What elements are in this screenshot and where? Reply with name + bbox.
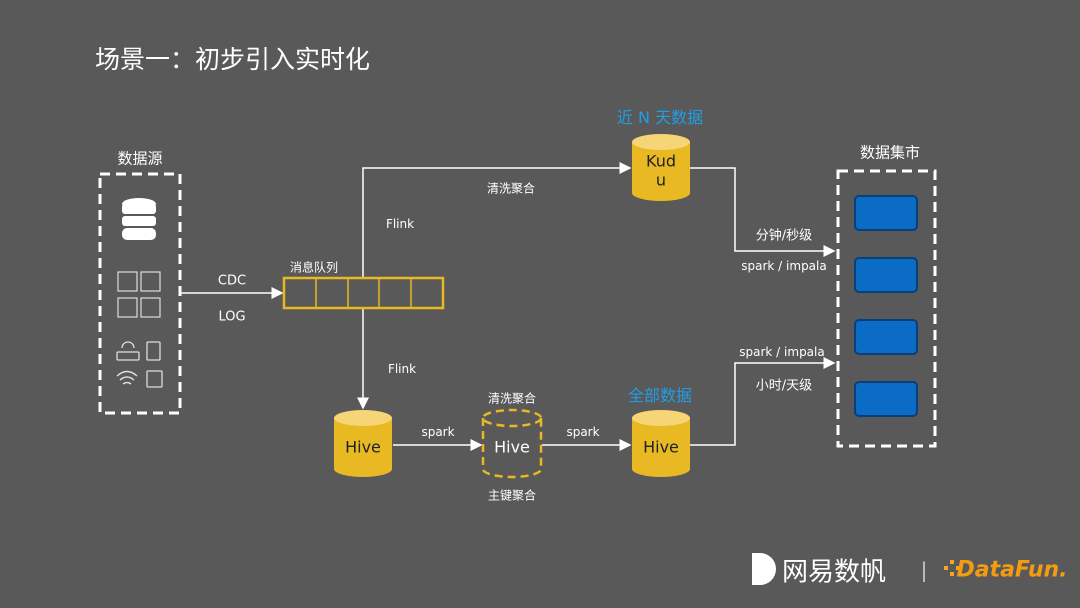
spark-impala-top: spark / impala — [741, 259, 827, 273]
datafun-logo-icon — [944, 560, 960, 576]
hive3-name: Hive — [643, 437, 679, 457]
hive1-name: Hive — [345, 437, 381, 457]
data-mart-box — [836, 169, 937, 448]
flink-up-arrow — [362, 162, 632, 278]
hive-to-mart-arrow — [690, 357, 836, 446]
minute-label: 分钟/秒级 — [755, 228, 813, 244]
clean-top-label: 清洗聚合 — [486, 181, 536, 196]
clean-mid-label: 清洗聚合 — [487, 391, 537, 406]
flink-up-label: Flink — [385, 217, 415, 231]
hive-cylinder-1 — [334, 410, 392, 477]
kudu-label: 近 N 天数据 — [616, 108, 704, 127]
kudu-to-mart-arrow — [690, 167, 836, 257]
router-icon — [116, 341, 140, 361]
brand-separator: | — [920, 558, 928, 582]
spark1-label: spark — [421, 425, 455, 439]
kudu-cylinder — [632, 134, 690, 201]
brand-netease: 网易数帆 — [781, 557, 887, 588]
mart-tables — [854, 195, 918, 417]
flink-down-label: Flink — [387, 362, 417, 376]
database-icon — [122, 198, 156, 240]
netease-logo-icon — [752, 553, 776, 585]
wifi-icon — [116, 370, 138, 385]
pk-agg-label: 主键聚合 — [487, 488, 537, 503]
kudu-name-2: u — [655, 170, 667, 190]
queue-label: 消息队列 — [289, 260, 339, 275]
cdc-label: CDC — [217, 273, 247, 289]
spark-impala-bottom: spark / impala — [739, 345, 825, 359]
log-label: LOG — [218, 309, 246, 325]
hourly-label: 小时/天级 — [755, 378, 813, 394]
mart-label: 数据集市 — [859, 143, 921, 162]
hive-cylinder-2 — [481, 408, 543, 479]
sensor-icon — [146, 370, 163, 388]
kudu-name-1: Kud — [646, 151, 676, 171]
brand-datafun: DataFun. — [956, 557, 1068, 583]
document-icon — [117, 271, 161, 318]
tablet-icon — [146, 341, 161, 361]
source-label: 数据源 — [117, 149, 163, 168]
message-queue — [282, 276, 445, 310]
page-title: 场景一：初步引入实时化 — [95, 45, 371, 74]
hive-cylinder-3 — [632, 410, 690, 477]
spark2-label: spark — [566, 425, 600, 439]
hive3-label: 全部数据 — [627, 386, 693, 405]
hive2-name: Hive — [494, 437, 530, 457]
